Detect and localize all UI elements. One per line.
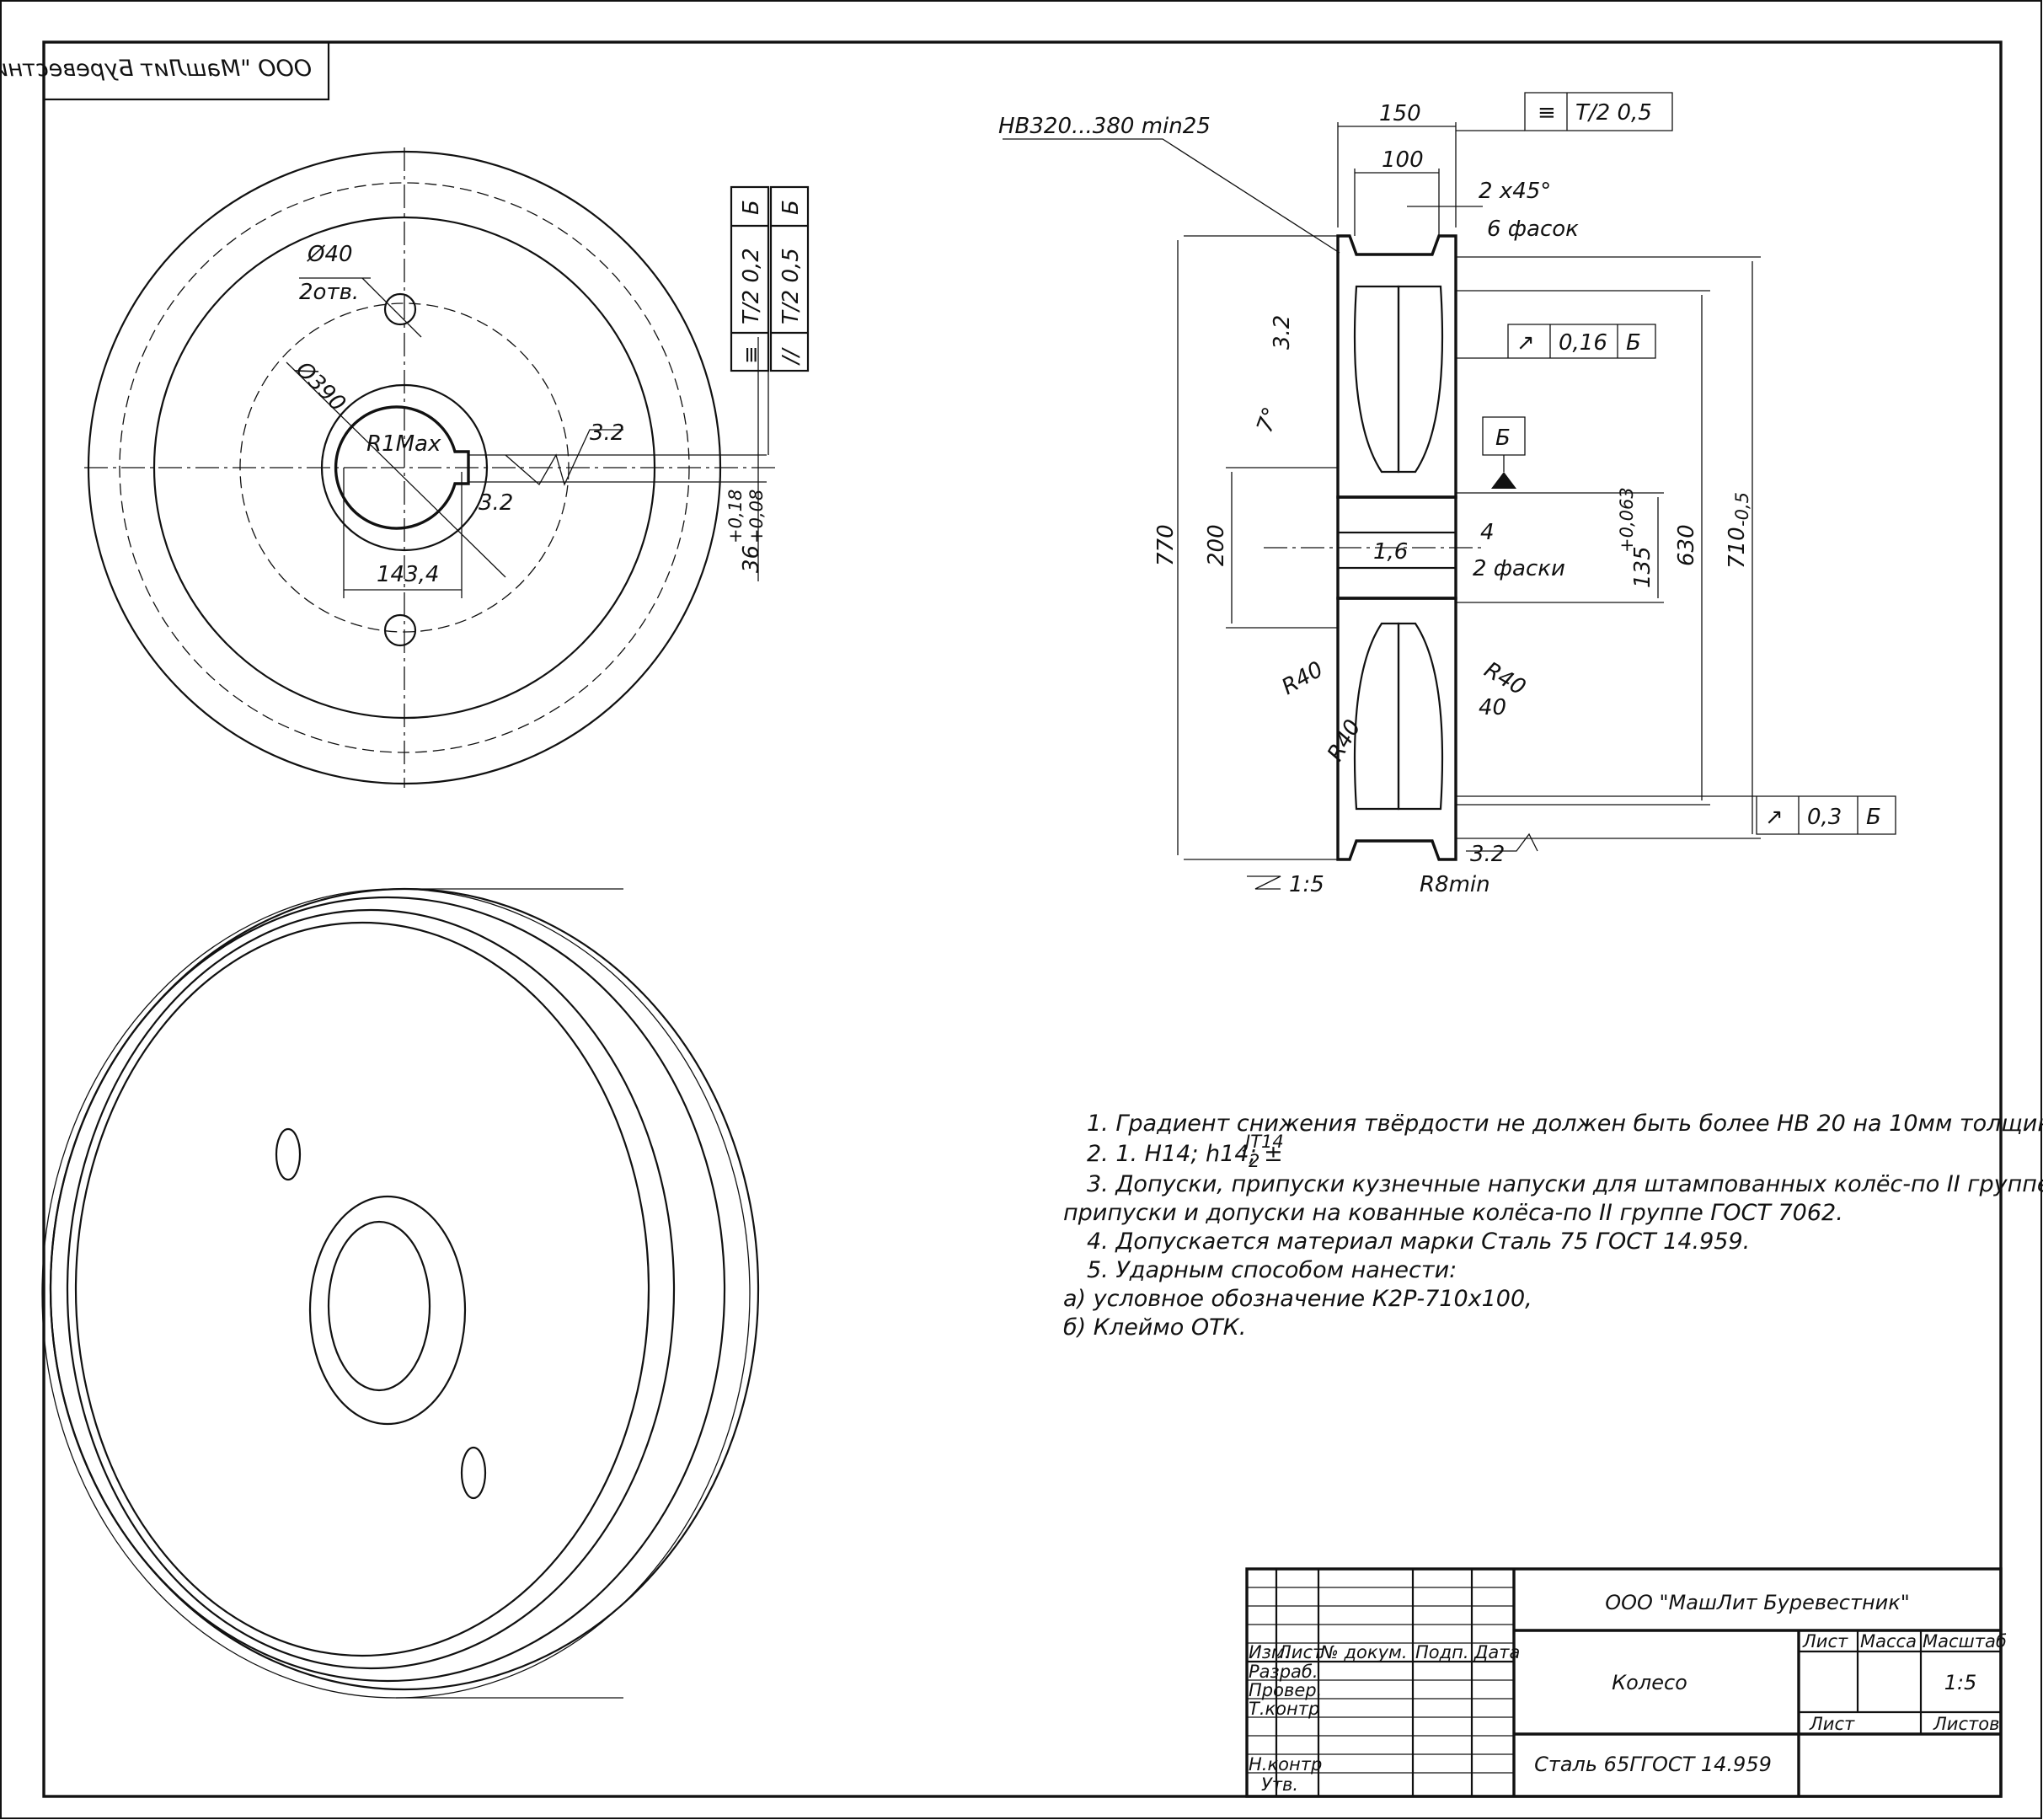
hole-dia-label: Ø40: [307, 242, 353, 267]
runout-2-base: Б: [1866, 805, 1881, 830]
r40-c: R40: [1323, 715, 1366, 765]
angle-label: 7°: [1252, 404, 1284, 436]
note-5a: а) условное обозначение К2Р-710х100,: [1063, 1286, 1532, 1312]
bolt-hole-top: [383, 292, 417, 326]
chamfer-count: 6 фасок: [1487, 217, 1579, 242]
stamp-text: ООО "МашЛит Буревестник": [0, 56, 312, 82]
runout-2-value: 0,3: [1807, 805, 1842, 830]
hole-count-label: 2отв.: [299, 280, 359, 305]
keyway-tol-lower: +0,08: [746, 490, 767, 543]
col-sign: Подп.: [1415, 1642, 1469, 1662]
dim-100: 100: [1382, 147, 1424, 173]
dim-710: 710: [1725, 527, 1750, 569]
mirrored-stamp: ООО "МашЛит Буревестник": [0, 40, 330, 101]
dim-135-tol: +0,063: [1617, 487, 1637, 553]
datum-label: Б: [1495, 426, 1511, 451]
keyway-dim: 36: [739, 545, 764, 573]
tolerance-frame-parallel: Б T/2 0,5 //: [769, 185, 810, 372]
keyway-tol-upper: +0,18: [725, 490, 746, 543]
dim-200: 200: [1204, 524, 1229, 566]
roughness-side: 3.2: [1270, 315, 1295, 350]
technical-notes: 1. Градиент снижения твёрдости не должен…: [1063, 1111, 2043, 1341]
runout-1-base: Б: [1626, 330, 1641, 356]
dim-630: 630: [1674, 524, 1699, 566]
dim-16: 1,6: [1373, 539, 1408, 565]
dim-710-tol: -0,5: [1732, 492, 1752, 527]
note-3: 3. Допуски, припуски кузнечные напуски д…: [1087, 1171, 2043, 1197]
dim-135: 135: [1630, 546, 1655, 588]
tb-material: Сталь 65ГГОСТ 14.959: [1534, 1753, 1772, 1776]
runout-1-symbol: ↗: [1516, 330, 1535, 356]
svg-text:T/2 0,5: T/2 0,5: [778, 248, 804, 324]
row-prover: Провер.: [1249, 1680, 1322, 1700]
svg-text://: //: [778, 346, 804, 366]
roughness-b: 3.2: [479, 490, 513, 516]
tb-part-name: Колесо: [1612, 1671, 1687, 1694]
note-2: 2. 1. H14; h14; ±: [1087, 1141, 1283, 1167]
chamfer-label: 2 x45°: [1479, 179, 1551, 204]
bolt-hole-bottom: [383, 613, 417, 647]
dim-4: 4: [1480, 520, 1495, 545]
iso-hole-right: [460, 1446, 487, 1500]
sym-tol-value: T/2 0,5: [1575, 100, 1652, 126]
iso-hole-left: [275, 1127, 302, 1181]
svg-text:Б: Б: [739, 200, 764, 215]
hardness-label: HB320...380 min25: [998, 114, 1211, 139]
col-list: Лист: [1277, 1642, 1324, 1662]
tb-company: ООО "МашЛит Буревестник": [1605, 1591, 1910, 1614]
tb-lbl-massa: Масса: [1860, 1631, 1917, 1651]
dim-40: 40: [1479, 695, 1506, 720]
dim-770: 770: [1153, 524, 1179, 566]
tolerance-frame-symmetry: Б T/2 0,2 ≡: [730, 185, 770, 372]
col-izm: Изм.: [1249, 1642, 1290, 1662]
row-utv: Утв.: [1261, 1774, 1298, 1795]
note-1: 1. Градиент снижения твёрдости не должен…: [1087, 1111, 2043, 1137]
roughness-a: 3.2: [590, 420, 624, 446]
tb-lbl-list: Лист: [1802, 1631, 1848, 1651]
facets-label: 2 фаски: [1473, 556, 1565, 581]
tb-lbl-sheets: Листов: [1933, 1714, 1999, 1734]
note-4: 4. Допускается материал марки Сталь 75 Г…: [1087, 1228, 1750, 1255]
note-3-cont: припуски и допуски на кованные колёса-по…: [1063, 1200, 1843, 1226]
circle-dia-label: Ø390: [290, 356, 350, 416]
r40-b: R40: [1480, 657, 1530, 701]
r8-label: R8min: [1420, 872, 1490, 897]
svg-text:Б: Б: [778, 200, 804, 215]
title-block: Изм. Лист № докум. Подп. Дата Разраб. Пр…: [1245, 1567, 2007, 1798]
row-nkontr: Н.контр: [1249, 1754, 1322, 1774]
runout-2-symbol: ↗: [1765, 805, 1784, 830]
dim-150: 150: [1379, 101, 1421, 126]
row-razrab: Разраб.: [1249, 1662, 1318, 1682]
radius-label: R1Max: [366, 431, 441, 457]
note-2-fraction-top: JT14: [1242, 1132, 1284, 1152]
svg-text:≡: ≡: [739, 345, 764, 364]
r40-a: R40: [1278, 657, 1328, 701]
runout-1-value: 0,16: [1559, 330, 1607, 356]
sym-tol-symbol: ≡: [1538, 100, 1556, 126]
svg-text:T/2 0,2: T/2 0,2: [739, 248, 764, 324]
isometric-view: [41, 887, 760, 1699]
note-5: 5. Ударным способом нанести:: [1087, 1257, 1457, 1283]
tb-scale: 1:5: [1944, 1671, 1977, 1694]
taper-label: 1:5: [1289, 872, 1324, 897]
note-2-fraction-bottom: 2: [1249, 1151, 1259, 1171]
roughness-bottom: 3.2: [1470, 842, 1505, 867]
bore-dim: 143,4: [377, 562, 439, 587]
note-5b: б) Клеймо ОТК.: [1063, 1314, 1246, 1341]
front-view: Ø40 2отв. Ø390 R1Max 3.2 3.2 143,4 36 +0…: [84, 147, 810, 788]
inner-frame: [42, 40, 2003, 1798]
col-doc: № докум.: [1319, 1642, 1408, 1662]
tb-lbl-masshtab: Масштаб: [1923, 1631, 2007, 1651]
section-view: HB320...380 min25 150 100 2 x45° 6 фасок…: [998, 92, 1896, 897]
tb-lbl-sheet: Лист: [1809, 1714, 1855, 1734]
row-tkontr: Т.контр: [1249, 1699, 1319, 1719]
col-date: Дата: [1473, 1642, 1520, 1662]
